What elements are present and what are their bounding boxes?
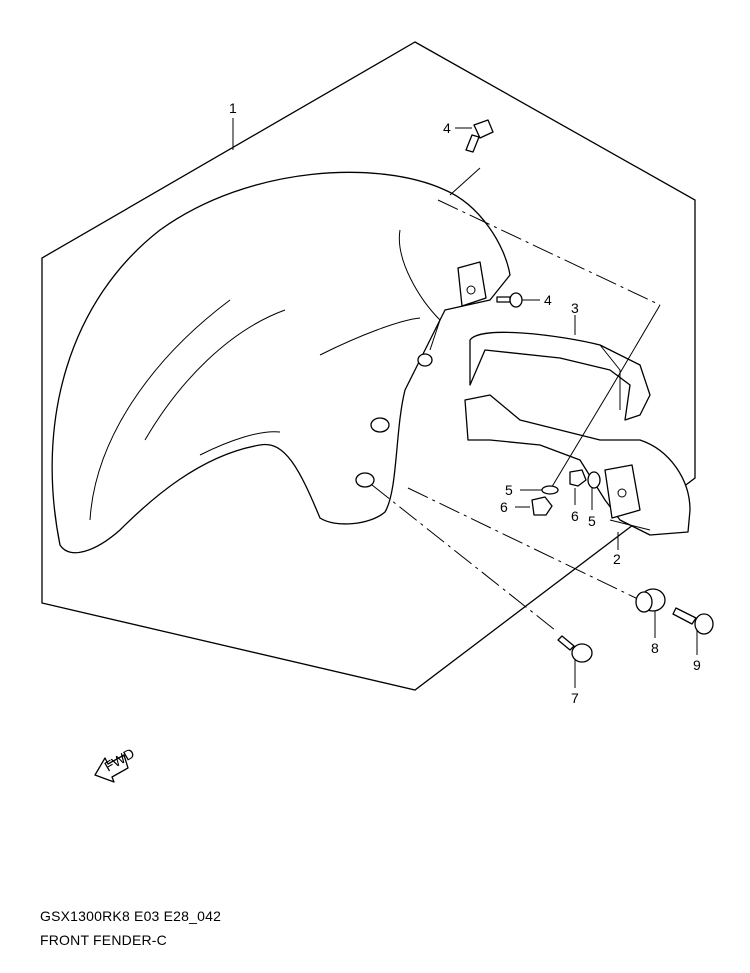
leader-line xyxy=(549,389,611,491)
grommet xyxy=(635,588,666,613)
front-fender xyxy=(51,171,511,554)
callout-number: 1 xyxy=(229,100,237,116)
leader-line xyxy=(609,304,661,391)
callout-number: 4 xyxy=(443,120,451,136)
washer xyxy=(541,485,559,495)
callout-number: 8 xyxy=(651,640,659,656)
fwd-arrow-icon: FWD xyxy=(94,745,137,783)
screw xyxy=(672,607,714,635)
callout-number: 5 xyxy=(505,482,513,498)
diagram-code: GSX1300RK8 E03 E28_042 xyxy=(40,908,222,924)
bolt xyxy=(557,635,593,663)
callout-number: 2 xyxy=(613,551,621,567)
callout-number: 5 xyxy=(588,513,596,529)
callout-number: 6 xyxy=(571,508,579,524)
callout-number: 3 xyxy=(571,300,579,316)
leader-line xyxy=(437,199,661,306)
diagram-title: FRONT FENDER-C xyxy=(40,932,167,948)
callout-number: 9 xyxy=(693,657,701,673)
callout-number: 7 xyxy=(571,690,579,706)
leader-line xyxy=(371,484,556,631)
screw xyxy=(496,292,523,308)
washer xyxy=(587,471,601,489)
screw xyxy=(465,119,494,153)
assembly-boundary xyxy=(41,41,696,691)
fender-bracket xyxy=(469,331,651,421)
nut xyxy=(531,496,553,516)
nut xyxy=(569,469,587,487)
callout-number: 6 xyxy=(500,499,508,515)
callout-number: 4 xyxy=(544,292,552,308)
leader-line xyxy=(407,487,641,601)
inner-guard xyxy=(464,394,691,536)
